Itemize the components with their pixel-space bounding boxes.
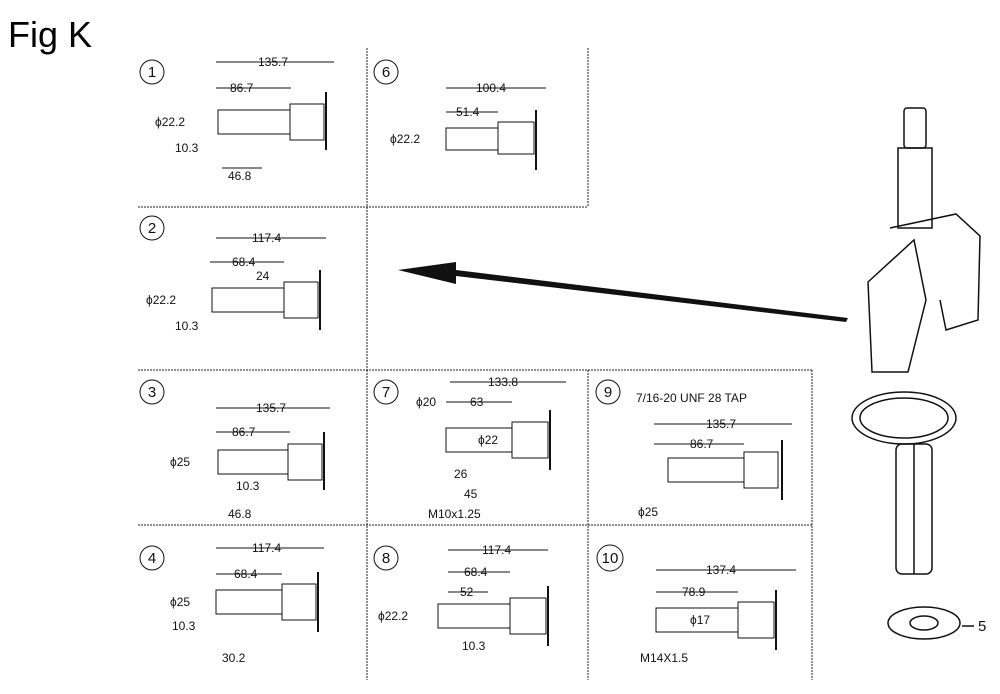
panel-2: 2 117.4 68.4 24 ϕ22.2 10.3 <box>139 215 326 333</box>
dim-small: 10.3 <box>236 479 260 493</box>
figure-title: Fig K <box>8 14 93 55</box>
callout-label: 5 <box>978 618 986 635</box>
panel-number: 4 <box>148 550 156 567</box>
panel-number: 10 <box>602 550 619 567</box>
dim-small: 10.3 <box>172 619 196 633</box>
dim-bottom: 46.8 <box>228 169 252 183</box>
dim-b: 45 <box>464 487 478 501</box>
panel-9: 9 7/16-20 UNF 28 TAP 135.7 86.7 ϕ25 <box>595 379 792 519</box>
panel-1: 1 135.7 86.7 ϕ22.2 10.3 46.8 <box>139 55 334 183</box>
dim-diameter: ϕ25 <box>638 505 658 519</box>
panel-4: 4 117.4 68.4 ϕ25 10.3 30.2 <box>139 541 324 665</box>
dim-diameter: ϕ17 <box>690 613 710 627</box>
dim-bottom: 46.8 <box>228 507 252 521</box>
dim-diameter: ϕ22.2 <box>155 115 185 129</box>
dim-diameter: ϕ22.2 <box>390 132 420 146</box>
dim-total: 135.7 <box>258 55 288 69</box>
panel-number: 6 <box>382 64 390 81</box>
dim-key: 24 <box>256 269 270 283</box>
dim-mid: 86.7 <box>230 81 254 95</box>
dim-diameter: ϕ20 <box>416 395 436 409</box>
panel-3: 3 135.7 86.7 ϕ25 10.3 46.8 <box>139 379 330 521</box>
dim-total: 117.4 <box>252 541 281 555</box>
dim-bottom: 30.2 <box>222 651 246 665</box>
dim-diameter: ϕ25 <box>170 595 190 609</box>
panel-grid <box>138 48 813 680</box>
dim-small: 10.3 <box>462 639 486 653</box>
dim-diameter-2: ϕ22 <box>478 433 498 447</box>
dim-a: 26 <box>454 467 468 481</box>
dim-diameter: ϕ22.2 <box>378 609 408 623</box>
panel-number: 8 <box>382 550 390 567</box>
dim-small: 10.3 <box>175 141 199 155</box>
dim-total: 135.7 <box>256 401 286 415</box>
crankshaft-illustration <box>851 107 981 640</box>
panel-number: 2 <box>148 220 156 237</box>
dim-total: 135.7 <box>706 417 736 431</box>
dim-mid: 86.7 <box>232 425 256 439</box>
panel-number: 9 <box>604 384 612 401</box>
dim-mid: 63 <box>470 395 484 409</box>
panel-8: 8 117.4 68.4 52 ϕ22.2 10.3 <box>373 543 549 653</box>
thread-spec: M14X1.5 <box>640 651 688 665</box>
pointer-arrow <box>398 262 848 322</box>
dim-total: 133.8 <box>488 375 518 389</box>
dim-mid: 86.7 <box>690 437 714 451</box>
dim-mid: 68.4 <box>234 567 258 581</box>
dim-small: 10.3 <box>175 319 199 333</box>
dim-mid: 51.4 <box>456 105 480 119</box>
dim-total: 117.4 <box>482 543 511 557</box>
panel-6: 6 100.4 51.4 ϕ22.2 <box>373 59 546 170</box>
panel-number: 7 <box>382 384 390 401</box>
dim-total: 117.4 <box>252 231 281 245</box>
panel-7: 7 133.8 63 ϕ20 ϕ22 26 45 M10x1.25 <box>373 375 566 521</box>
dim-sub: 52 <box>460 585 474 599</box>
thread-spec: M10x1.25 <box>428 507 481 521</box>
dim-total: 100.4 <box>476 81 506 95</box>
panel-number: 3 <box>148 384 156 401</box>
dim-total: 137.4 <box>706 563 736 577</box>
dim-mid: 68.4 <box>464 565 488 579</box>
dim-diameter: ϕ22.2 <box>146 293 176 307</box>
dim-diameter: ϕ25 <box>170 455 190 469</box>
panel-10: 10 137.4 78.9 ϕ17 M14X1.5 <box>596 544 796 665</box>
panel-number: 1 <box>148 64 156 81</box>
tap-spec: 7/16-20 UNF 28 TAP <box>636 391 747 405</box>
dim-mid: 68.4 <box>232 255 256 269</box>
dim-mid: 78.9 <box>682 585 706 599</box>
